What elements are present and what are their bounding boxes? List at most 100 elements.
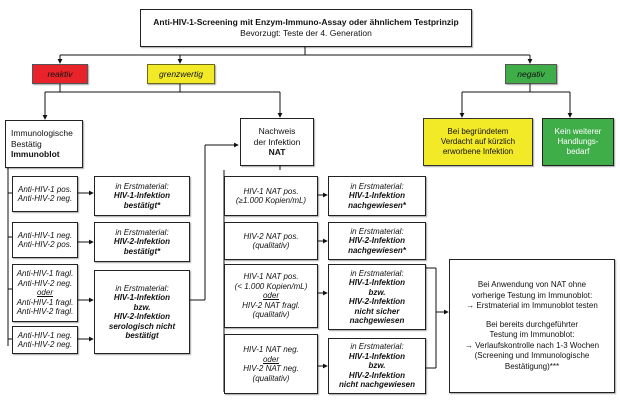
blot-row-line: Anti-HIV-1 fragl. <box>16 297 74 307</box>
header-title: Anti-HIV-1-Screening mit Enzym-Immuno-As… <box>153 17 459 27</box>
nat-result-line: HIV-2-Infektion <box>348 236 406 246</box>
blot-row-2: Anti-HIV-1 neg. Anti-HIV-2 pos. <box>12 222 78 258</box>
blot-row-line: Anti-HIV-2 fragl. <box>16 307 74 317</box>
blot-result-line: bestätigt <box>125 331 159 340</box>
nat-line1: Nachweis <box>258 126 296 137</box>
blot-row-line: Anti-HIV-1 neg. <box>17 230 73 240</box>
blot-result-1: in Erstmaterial: HIV-1-Infektion bestäti… <box>94 176 190 216</box>
nat-result-3: in Erstmaterial: HIV-1-Infektion bzw. HI… <box>328 264 426 330</box>
nat-result-line: nachgewiesen* <box>348 245 406 255</box>
nat-result-line: nicht nachgewiesen <box>338 380 416 390</box>
suspicion-line: erworbene Infektion <box>442 147 514 156</box>
blot-row-line: Anti-HIV-1 fragl. <box>16 269 74 279</box>
nat-row-line: HIV-1 NAT neg. <box>243 345 299 354</box>
blot-result-line: bzw. <box>133 302 151 312</box>
header-subtitle: Bevorzugt: Teste der 4. Generation <box>240 28 372 38</box>
result-reactive: reaktiv <box>32 64 88 84</box>
blot-row-line: Anti-HIV-2 neg. <box>17 340 73 349</box>
nat-result-line: in Erstmaterial: <box>350 181 404 191</box>
nat-line3: NAT <box>268 147 286 158</box>
blot-result-3: in Erstmaterial: HIV-1-Infektion bzw. HI… <box>94 270 190 354</box>
suspicion-line: Bei begründetem <box>447 127 509 136</box>
no-action-line: bedarf <box>566 147 590 156</box>
blot-result-line: serologisch nicht <box>108 321 176 331</box>
immunoblot-line3: Immunoblot <box>11 149 60 160</box>
nat-result-line: HIV-2-Infektion <box>348 370 406 380</box>
nat-box: Nachweis der Infektion NAT <box>240 118 314 166</box>
blot-result-line: HIV-2-Infektion <box>113 237 171 247</box>
nat-result-line: bzw. <box>368 361 386 371</box>
nat-row-1: HIV-1 NAT pos. (≥1.000 Kopien/mL) <box>224 176 318 216</box>
no-action-line: Handlungs- <box>557 137 599 146</box>
result-reactive-label: reaktiv <box>47 69 73 79</box>
nat-result-line: nachgewiesen* <box>348 200 406 210</box>
nat-result-line: bzw. <box>368 287 386 297</box>
nat-row-line: HIV-1 NAT pos. <box>243 272 299 282</box>
blot-row-3: Anti-HIV-1 fragl. Anti-HIV-2 neg. oder A… <box>12 264 78 322</box>
no-action-line: Kein weiterer <box>554 127 602 136</box>
nat-row-line: (< 1.000 Kopien/mL) <box>234 281 308 291</box>
blot-result-line: HIV-2-Infektion <box>113 312 171 321</box>
nat-result-line: in Erstmaterial: <box>350 342 404 352</box>
nat-line2: der Infektion <box>253 136 301 147</box>
immunoblot-line1: Immunologische <box>11 128 73 139</box>
result-negative: negativ <box>505 64 557 84</box>
nat-row-3: HIV-1 NAT pos. (< 1.000 Kopien/mL) oder … <box>224 264 318 328</box>
nat-row-line: (qualitativ) <box>252 241 290 250</box>
nat-result-line: nicht sicher <box>354 306 400 316</box>
followup-box: Bei Anwendung von NAT ohne vorherige Tes… <box>449 259 615 393</box>
followup-line: Bei bereits durchgeführter <box>485 319 579 329</box>
result-borderline-label: grenzwertig <box>159 69 203 79</box>
immunoblot-box: Immunologische Bestätig Immunoblot <box>5 120 83 168</box>
nat-result-line: HIV-1-Infektion <box>348 191 406 201</box>
blot-result-line: in Erstmaterial: <box>115 283 169 293</box>
nat-result-line: in Erstmaterial: <box>350 268 404 278</box>
nat-result-2: in Erstmaterial: HIV-2-Infektion nachgew… <box>328 222 426 260</box>
blot-result-line: in Erstmaterial: <box>115 181 169 191</box>
nat-row-line: oder <box>262 291 279 301</box>
suspicion-box: Bei begründetem Verdacht auf kürzlich er… <box>423 118 533 166</box>
nat-result-line: HIV-1-Infektion <box>348 278 406 287</box>
blot-row-line: Anti-HIV-2 pos. <box>18 240 72 249</box>
nat-row-line: (qualitativ) <box>252 373 290 383</box>
no-action-box: Kein weiterer Handlungs- bedarf <box>542 118 614 166</box>
nat-row-line: HIV-2 NAT fragl. <box>242 300 300 310</box>
followup-line: Bestätigung)*** <box>504 361 560 371</box>
blot-row-line: Anti-HIV-2 neg. <box>17 278 73 288</box>
followup-line: (Screening und Immunologische <box>474 351 590 360</box>
blot-row-line: Anti-HIV-2 neg. <box>17 194 73 203</box>
blot-result-line: in Erstmaterial: <box>115 227 169 237</box>
followup-line: Bei Anwendung von NAT ohne <box>477 280 587 289</box>
nat-row-line: HIV-1 NAT pos. <box>243 186 299 196</box>
blot-result-line: bestätigt* <box>123 200 161 210</box>
blot-row-1: Anti-HIV-1 pos. Anti-HIV-2 neg. <box>12 176 78 212</box>
followup-line: Testung im Immunoblot: <box>489 330 575 339</box>
followup-line: → Erstmaterial im Immunoblot testen <box>466 301 598 310</box>
suspicion-line: Verdacht auf kürzlich <box>440 137 516 146</box>
screening-header: Anti-HIV-1-Screening mit Enzym-Immuno-As… <box>140 9 472 47</box>
followup-line: vorherige Testung im Immunoblot: <box>471 290 593 300</box>
nat-result-line: in Erstmaterial: <box>350 226 404 236</box>
nat-result-line: nachgewiesen <box>349 316 405 325</box>
nat-row-4: HIV-1 NAT neg. oder HIV-2 NAT neg. (qual… <box>224 334 318 394</box>
result-negative-label: negativ <box>517 69 545 79</box>
nat-row-line: (qualitativ) <box>252 310 290 320</box>
nat-result-line: HIV-2-Infektion <box>348 297 406 306</box>
blot-result-line: bestätigt* <box>123 246 161 256</box>
nat-row-2: HIV-2 NAT pos. (qualitativ) <box>224 222 318 260</box>
nat-result-line: HIV-1-Infektion <box>348 351 406 361</box>
blot-row-line: oder <box>36 288 53 298</box>
blot-result-2: in Erstmaterial: HIV-2-Infektion bestäti… <box>94 222 190 262</box>
blot-row-line: Anti-HIV-1 pos. <box>18 184 72 194</box>
nat-row-line: oder <box>262 354 279 364</box>
nat-result-4: in Erstmaterial: HIV-1-Infektion bzw. HI… <box>328 338 426 394</box>
blot-result-line: HIV-1-Infektion <box>113 191 171 201</box>
immunoblot-line2: Bestätig <box>11 138 42 149</box>
blot-result-line: HIV-1-Infektion <box>113 293 171 302</box>
nat-result-1: in Erstmaterial: HIV-1-Infektion nachgew… <box>328 176 426 216</box>
blot-row-4: Anti-HIV-1 neg. Anti-HIV-2 neg. <box>12 326 78 354</box>
nat-row-line: (≥1.000 Kopien/mL) <box>235 196 307 205</box>
blot-row-line: Anti-HIV-1 neg. <box>17 330 73 340</box>
followup-line: → Verlaufskontrolle nach 1-3 Wochen <box>464 340 600 350</box>
nat-row-line: HIV-2 NAT pos. <box>243 231 299 241</box>
